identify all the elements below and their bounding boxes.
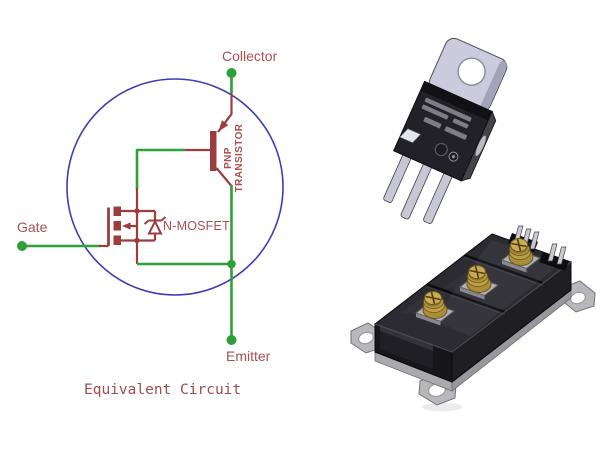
body-diode-symbol: [143, 211, 167, 241]
body-indent-circle: [434, 142, 448, 157]
mosfet-symbol: [107, 206, 155, 246]
collector-wire: [226, 68, 237, 93]
equivalent-circuit-diagram: [17, 68, 284, 345]
phillips-screw-head: [425, 291, 441, 305]
emitter-label: Emitter: [226, 348, 271, 364]
diode-cathode-bar: [143, 216, 167, 225]
emitter-junction-dot: [227, 259, 236, 269]
mosfet-body-arrow: [122, 222, 131, 230]
to220-body: [393, 80, 497, 182]
phillips-screw-head: [511, 238, 527, 252]
emitter-wire: [137, 185, 237, 345]
gate-wire: [17, 241, 109, 251]
collector-label: Collector: [222, 48, 278, 64]
package-marking-text: [421, 97, 472, 140]
mosfet-drain-block: [113, 206, 121, 216]
certification-mark: [448, 151, 459, 162]
igbt-module-photo: [350, 225, 596, 412]
collector-terminal-dot: [226, 68, 237, 78]
mosfet-body-block: [113, 221, 121, 231]
pnp-label-line1: PNP: [223, 147, 234, 169]
mounting-hole: [570, 291, 586, 305]
screw-terminal: [444, 265, 500, 300]
to220-package-photo: [383, 37, 508, 224]
mounting-hole: [358, 331, 374, 345]
pnp-transistor-symbol: [185, 93, 233, 187]
pnp-base-bar: [210, 131, 217, 171]
screw-terminal: [486, 238, 542, 273]
pnp-label-line2: TRANSISTOR: [234, 123, 245, 193]
phillips-screw-head: [469, 265, 485, 279]
gate-terminal-dot: [17, 241, 27, 251]
mounting-hole: [457, 57, 486, 86]
gate-label: Gate: [17, 219, 48, 235]
diode-triangle: [147, 219, 163, 235]
n-mosfet-label: N-MOSFET: [163, 219, 230, 233]
mosfet-source-block: [113, 235, 121, 245]
to220-legs: [383, 153, 453, 224]
screw-terminal: [400, 291, 456, 326]
pnp-transistor-label: PNP TRANSISTOR: [222, 123, 246, 193]
equivalent-circuit-caption: Equivalent Circuit: [84, 382, 242, 398]
emitter-terminal-dot: [226, 335, 237, 345]
st-logo: [399, 128, 422, 144]
pnp-emitter-arrow: [218, 120, 229, 132]
base-connection-wire: [134, 148, 185, 264]
circuit-boundary-circle: [66, 78, 284, 296]
